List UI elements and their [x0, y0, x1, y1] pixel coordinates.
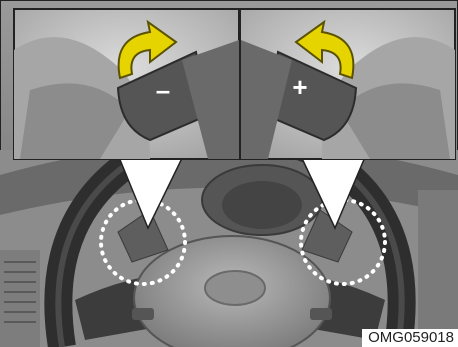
image-code-label: OMG059018 [362, 329, 458, 347]
minus-sign-label: – [148, 75, 178, 105]
spoke-button-right [310, 308, 332, 320]
left-callout [14, 9, 239, 159]
right-callout [240, 9, 455, 159]
spoke-button-left [132, 308, 154, 320]
plus-sign-label: + [285, 72, 315, 102]
logo-emblem [205, 271, 265, 305]
